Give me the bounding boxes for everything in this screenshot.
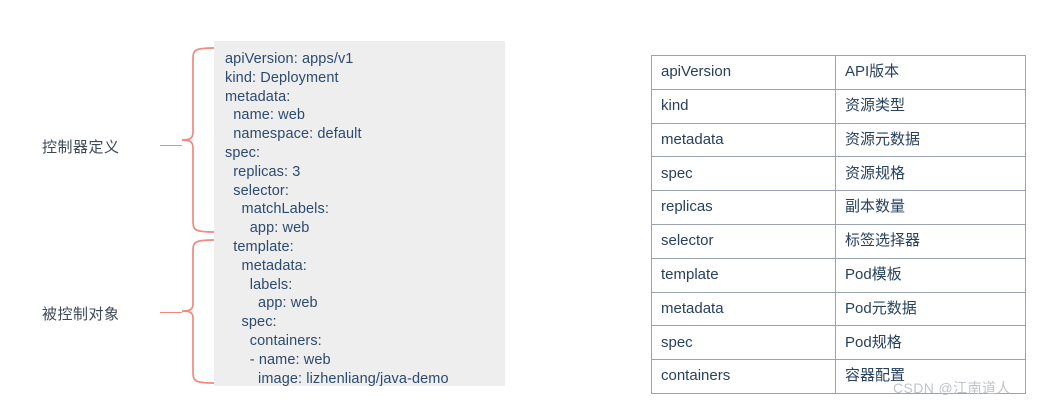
table-row: replicas 副本数量: [651, 190, 1026, 225]
table-cell-field-description: 资源规格: [835, 156, 1026, 192]
table-row: template Pod模板: [651, 257, 1026, 293]
yaml-manifest-text: apiVersion: apps/v1 kind: Deployment met…: [225, 51, 449, 387]
controller-definition-leader-line: [160, 145, 182, 146]
table-row: kind 资源类型: [651, 88, 1026, 124]
table-cell-field-name: replicas: [651, 190, 836, 225]
table-row: containers 容器配置: [651, 359, 1026, 394]
controlled-object-leader-line: [160, 312, 182, 313]
table-row: apiVersion API版本: [651, 55, 1026, 90]
table-cell-field-description: 副本数量: [835, 190, 1026, 225]
table-row: spec Pod规格: [651, 325, 1026, 361]
table-cell-field-description: 容器配置: [835, 359, 1026, 394]
controlled-object-brace: [180, 238, 216, 385]
table-row: spec 资源规格: [651, 156, 1026, 192]
table-cell-field-name: metadata: [651, 291, 836, 327]
field-description-table-body: apiVersion API版本 kind 资源类型 metadata 资源元数…: [651, 55, 1026, 394]
field-description-table: apiVersion API版本 kind 资源类型 metadata 资源元数…: [651, 55, 1026, 394]
table-cell-field-name: apiVersion: [651, 55, 836, 90]
table-cell-field-description: 资源类型: [835, 88, 1026, 124]
table-cell-field-description: Pod元数据: [835, 291, 1026, 327]
controller-definition-brace: [180, 46, 216, 234]
table-cell-field-name: containers: [651, 359, 836, 394]
table-cell-field-name: selector: [651, 223, 836, 259]
table-row: metadata 资源元数据: [651, 122, 1026, 158]
table-cell-field-name: kind: [651, 88, 836, 124]
table-cell-field-name: metadata: [651, 122, 836, 158]
table-cell-field-description: Pod模板: [835, 257, 1026, 293]
table-cell-field-description: Pod规格: [835, 325, 1026, 361]
table-cell-field-name: spec: [651, 325, 836, 361]
table-cell-field-name: template: [651, 257, 836, 293]
controlled-object-label: 被控制对象: [42, 306, 120, 323]
table-cell-field-description: 资源元数据: [835, 122, 1026, 158]
table-cell-field-description: API版本: [835, 55, 1026, 90]
table-cell-field-description: 标签选择器: [835, 223, 1026, 259]
table-row: metadata Pod元数据: [651, 291, 1026, 327]
table-cell-field-name: spec: [651, 156, 836, 192]
table-row: selector 标签选择器: [651, 223, 1026, 259]
yaml-manifest-block: apiVersion: apps/v1 kind: Deployment met…: [214, 41, 505, 387]
controller-definition-label: 控制器定义: [42, 139, 120, 156]
